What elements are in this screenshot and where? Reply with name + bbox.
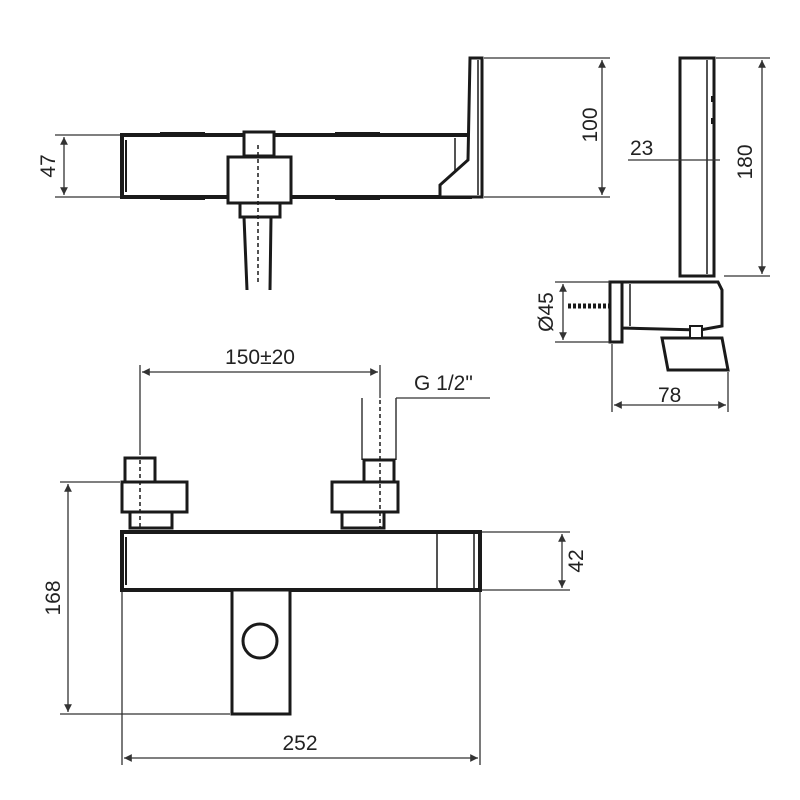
top-view-bracket — [438, 56, 484, 199]
dim-top-bracket-height: 100 — [579, 107, 602, 142]
top-view-dimensions — [55, 57, 610, 198]
right-inlet-connector — [362, 458, 396, 484]
dim-top-body-height: 47 — [37, 154, 60, 177]
front-view — [120, 398, 482, 716]
dim-side-handshower-length: 180 — [734, 144, 757, 179]
holder-handle — [660, 336, 730, 372]
dim-inlet-spacing: 150±20 — [225, 346, 295, 369]
holder-wall-plate — [608, 280, 624, 344]
dim-total-width: 252 — [282, 732, 317, 755]
lever-knob — [241, 622, 279, 660]
hand-shower — [678, 56, 716, 278]
dim-inlet-thread: G 1/2" — [414, 372, 473, 395]
side-view — [568, 56, 730, 372]
left-inlet-nut — [120, 480, 189, 514]
dim-total-height: 168 — [42, 580, 65, 615]
side-view-dimensions — [555, 57, 770, 412]
dim-side-handshower-width: 23 — [630, 137, 653, 160]
top-view-hose — [242, 216, 273, 291]
mixer-body — [120, 530, 482, 592]
top-view-cap — [242, 130, 276, 158]
right-inlet-nut — [330, 480, 400, 514]
shower-holder — [620, 280, 724, 332]
dim-body-height: 42 — [565, 549, 588, 572]
front-view-dimensions — [60, 365, 570, 765]
dim-side-holder-depth: 78 — [658, 384, 681, 407]
dim-side-holder-diameter: Ø45 — [535, 292, 558, 332]
top-view-lever-housing — [226, 155, 293, 205]
top-view — [120, 56, 484, 291]
top-view-body — [120, 133, 472, 199]
